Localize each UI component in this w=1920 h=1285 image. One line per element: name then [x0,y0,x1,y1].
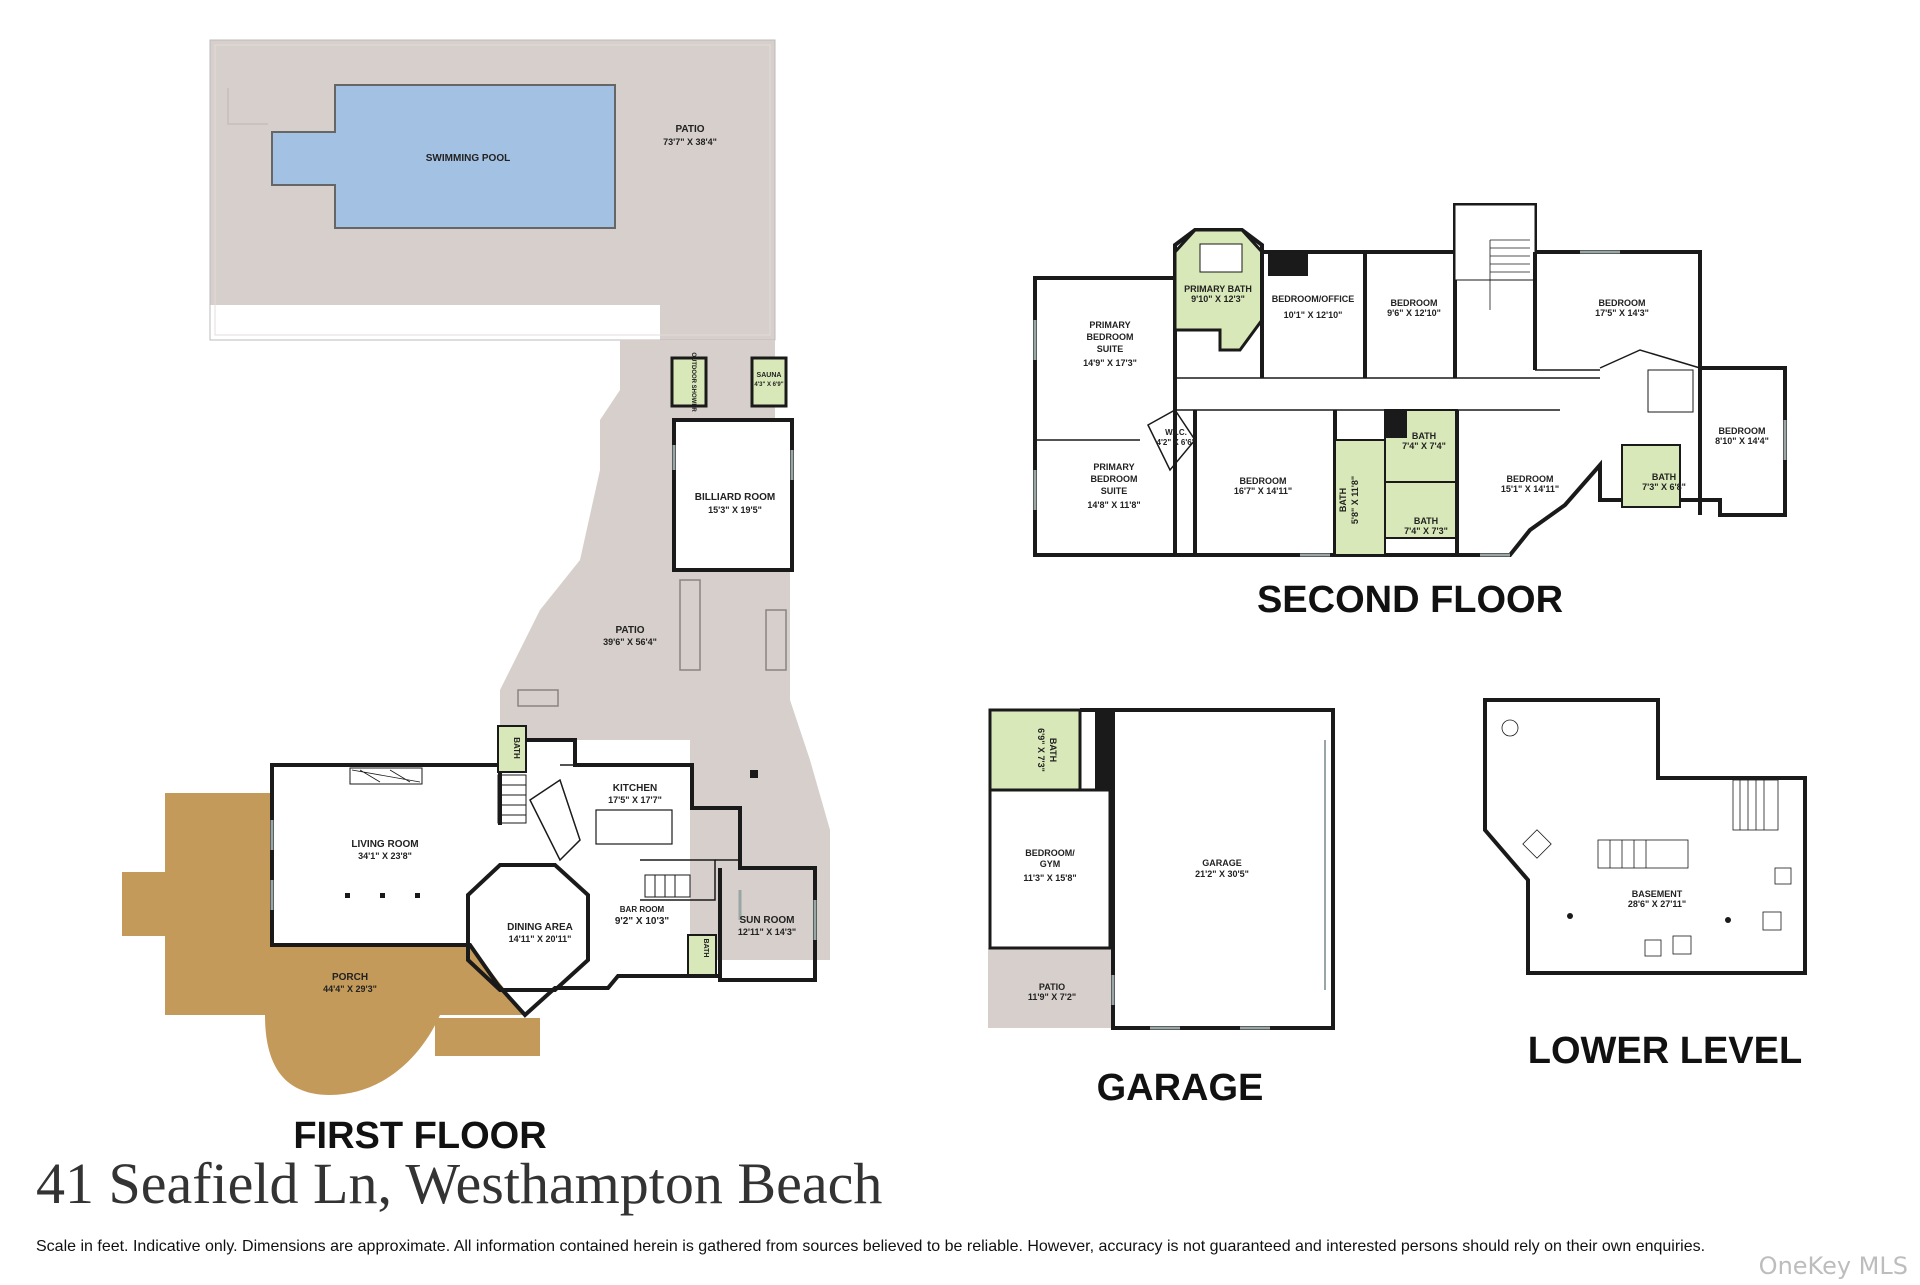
dim-patio-mid: 39'6" X 56'4" [603,637,657,647]
dim-bed-151: 15'1" X 14'11" [1501,484,1559,494]
bath-74b-room [1384,481,1458,539]
mls-watermark: OneKey MLS [1758,1252,1908,1280]
lower-level-plan [1483,698,1807,975]
label-primary-suite-b-2: BEDROOM [1091,474,1138,484]
title-lower-level: LOWER LEVEL [1528,1030,1802,1072]
dim-basement: 28'6" X 27'11" [1628,899,1686,909]
label-garage-bath: BATH [1048,738,1058,762]
billiard-room [672,418,794,572]
label-pool: SWIMMING POOL [426,153,510,164]
label-bar: BAR ROOM [620,905,665,914]
label-bed-175: BEDROOM [1599,298,1646,308]
label-bath-73: BATH [1652,472,1676,482]
label-primary-suite-a-3: SUITE [1097,344,1124,354]
label-primary-suite-a-2: BEDROOM [1087,332,1134,342]
label-porch: PORCH [332,972,368,983]
sauna [750,356,788,408]
label-kitchen: KITCHEN [613,783,657,794]
label-bath-58: BATH [1338,488,1348,512]
swimming-pool [271,84,616,229]
label-bed-96: BEDROOM [1391,298,1438,308]
label-primary-suite-b-1: PRIMARY [1093,462,1134,472]
dim-sauna: 4'3" X 6'9" [754,382,783,388]
label-gym-2: GYM [1040,859,1061,869]
label-wic: W.I.C. [1165,428,1187,437]
dim-bath-74b: 7'4" X 7'3" [1404,526,1448,536]
second-floor-plan [1033,203,1787,557]
dim-patio-top: 73'7" X 38'4" [663,137,717,147]
first-floor-walls [270,738,817,1018]
label-living: LIVING ROOM [351,839,418,850]
label-primary-bath: PRIMARY BATH [1184,284,1252,294]
dim-primary-bath: 9'10" X 12'3" [1191,294,1245,304]
outdoor-shower [670,356,708,408]
garage-patio-area [988,948,1113,1028]
label-bed-810: BEDROOM [1719,426,1766,436]
label-bath-small: BATH [512,737,521,759]
dim-bath-58: 5'8" X 11'8" [1350,476,1360,524]
dim-wic: 4'2" X 6'6" [1157,438,1196,447]
dim-bath-74a: 7'4" X 7'4" [1402,441,1446,451]
dim-gym: 11'3" X 15'8" [1023,873,1076,883]
dim-bed-167: 16'7" X 14'11" [1234,486,1292,496]
dim-kitchen: 17'5" X 17'7" [608,795,662,805]
label-primary-suite-a-1: PRIMARY [1089,320,1130,330]
dim-bed-office: 10'1" X 12'10" [1284,310,1343,320]
dim-living: 34'1" X 23'8" [358,851,412,861]
label-sauna: SAUNA [757,372,782,379]
dim-bar: 9'2" X 10'3" [615,916,670,927]
dim-bed-810: 8'10" X 14'4" [1715,436,1769,446]
bath-small [497,725,527,773]
label-bed-151: BEDROOM [1507,474,1554,484]
title-second-floor: SECOND FLOOR [1257,579,1563,621]
label-bath-74a: BATH [1412,431,1436,441]
title-garage: GARAGE [1097,1067,1264,1109]
label-billiard: BILLIARD ROOM [695,492,776,503]
bath-58-room [1334,439,1386,556]
dim-bath-73: 7'3" X 6'8" [1642,482,1686,492]
label-bath-74b: BATH [1414,516,1438,526]
dim-bed-175: 17'5" X 14'3" [1595,308,1649,318]
garage-room [1111,708,1335,1030]
label-bath-bar: BATH [702,939,709,958]
dim-garage: 21'2" X 30'5" [1195,869,1249,879]
dim-primary-suite-b: 14'8" X 11'8" [1087,500,1140,510]
label-bed-office: BEDROOM/OFFICE [1272,294,1355,304]
dim-porch: 44'4" X 29'3" [323,984,377,994]
first-floor-plan [122,39,830,1095]
title-first-floor: FIRST FLOOR [293,1115,546,1157]
dim-bed-96: 9'6" X 12'10" [1387,308,1441,318]
label-bed-167: BEDROOM [1240,476,1287,486]
garage-plan [988,708,1335,1030]
dim-billiard: 15'3" X 19'5" [708,505,762,515]
basement-room [1483,698,1807,975]
label-dining: DINING AREA [507,922,573,933]
label-patio-top: PATIO [675,124,704,135]
dim-primary-suite-a: 14'9" X 17'3" [1083,358,1137,368]
dim-dining: 14'11" X 20'11" [509,934,572,944]
dim-garage-patio: 11'9" X 7'2" [1028,992,1076,1002]
dim-garage-bath: 6'9" X 7'3" [1036,728,1046,772]
property-address: 41 Seafield Ln, Westhampton Beach [36,1151,883,1216]
label-garage-patio: PATIO [1039,982,1065,992]
label-sun: SUN ROOM [740,915,795,926]
label-basement: BASEMENT [1632,889,1683,899]
label-patio-mid: PATIO [615,625,644,636]
label-outdoor-shower: OUTDOOR SHOWER [690,352,696,412]
label-gym-1: BEDROOM/ [1025,848,1075,858]
bath-73-room [1621,444,1681,508]
dim-sun: 12'11" X 14'3" [738,927,796,937]
label-garage: GARAGE [1202,858,1242,868]
disclaimer-text: Scale in feet. Indicative only. Dimensio… [36,1238,1706,1255]
label-primary-suite-b-3: SUITE [1101,486,1128,496]
